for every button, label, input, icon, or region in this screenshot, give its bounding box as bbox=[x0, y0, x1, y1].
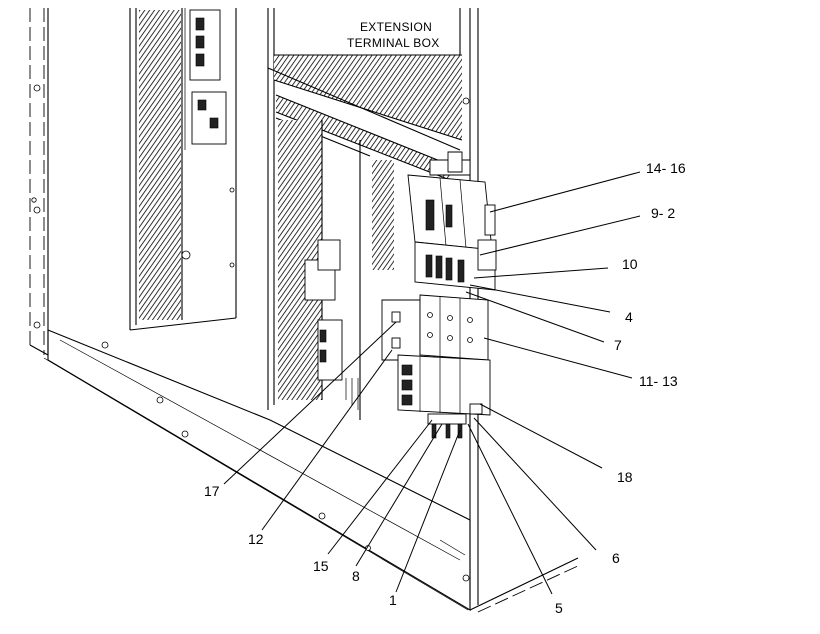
callout-labels: 14- 16 9- 2 10 4 7 11- 13 18 6 5 1 8 15 … bbox=[204, 160, 686, 616]
callout-11-13: 11- 13 bbox=[639, 373, 678, 389]
callout-8: 8 bbox=[352, 568, 360, 584]
breaker-assembly bbox=[381, 151, 497, 439]
title-line-1: EXTENSION bbox=[360, 20, 432, 34]
callout-18: 18 bbox=[617, 469, 633, 485]
callout-4: 4 bbox=[625, 309, 633, 325]
inner-panel bbox=[129, 8, 237, 331]
callout-14-16: 14- 16 bbox=[646, 160, 686, 176]
leader-lines bbox=[223, 171, 641, 595]
internal-components bbox=[304, 239, 359, 410]
callout-7: 7 bbox=[614, 337, 622, 353]
cabinet-left-frame bbox=[29, 8, 49, 356]
callout-1: 1 bbox=[389, 592, 397, 608]
callout-17: 17 bbox=[204, 483, 220, 499]
callout-5: 5 bbox=[555, 600, 563, 616]
callout-12: 12 bbox=[248, 531, 264, 547]
title-line-2: TERMINAL BOX bbox=[347, 36, 440, 50]
callout-6: 6 bbox=[612, 550, 620, 566]
box-title: EXTENSION TERMINAL BOX bbox=[347, 20, 440, 50]
callout-15: 15 bbox=[313, 558, 329, 574]
callout-10: 10 bbox=[622, 256, 638, 272]
callout-9-2: 9- 2 bbox=[651, 205, 675, 221]
rear-terminal-strip bbox=[184, 8, 227, 150]
